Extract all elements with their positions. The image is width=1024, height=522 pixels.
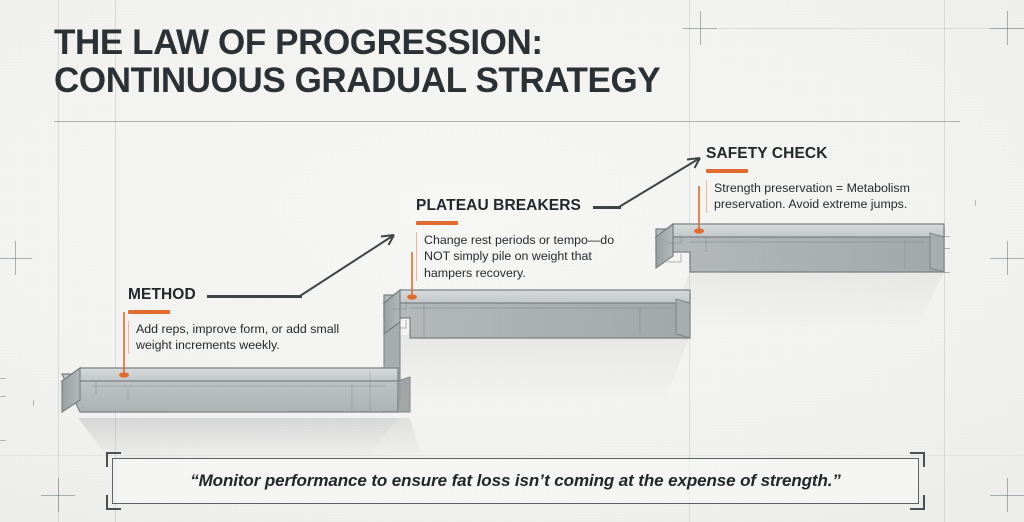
callout-method[interactable]: METHOD Add reps, improve form, or add sm… xyxy=(128,286,350,354)
step-shadows xyxy=(78,272,944,460)
quote-corner-top-right xyxy=(910,452,925,467)
connector-dot-method xyxy=(119,372,129,378)
step-1-method xyxy=(60,366,411,414)
connector-dot-safety xyxy=(694,228,704,234)
callout-safety-heading: SAFETY CHECK xyxy=(706,145,828,162)
callout-method-body: Add reps, improve form, or add small wei… xyxy=(128,321,350,354)
head-rule-method xyxy=(207,296,302,298)
connector-dot-plateau xyxy=(407,294,417,300)
callout-method-heading: METHOD xyxy=(128,286,196,303)
head-rule-plateau xyxy=(593,207,621,209)
callout-plateau-heading: PLATEAU BREAKERS xyxy=(416,197,581,214)
title-line-1: THE LAW OF PROGRESSION: xyxy=(54,23,543,62)
title-line-2: CONTINUOUS GRADUAL STRATEGY xyxy=(54,61,661,100)
callout-safety-accent xyxy=(706,169,748,173)
callout-plateau-body: Change rest periods or tempo—do NOT simp… xyxy=(416,232,624,282)
step-3-safety-check xyxy=(654,222,945,273)
callout-method-accent xyxy=(128,310,170,314)
callout-plateau-breakers[interactable]: PLATEAU BREAKERS Change rest periods or … xyxy=(416,197,624,282)
step-2-plateau-breakers xyxy=(382,288,691,414)
quote-corner-bottom-left xyxy=(106,495,121,510)
quote-text: “Monitor performance to ensure fat loss … xyxy=(190,471,841,490)
callout-plateau-accent xyxy=(416,221,458,225)
callout-safety-body: Strength preservation = Metabolism prese… xyxy=(706,180,924,213)
quote-corner-bottom-right xyxy=(910,495,925,510)
quote-corner-top-left xyxy=(106,452,121,467)
page-title: THE LAW OF PROGRESSION: CONTINUOUS GRADU… xyxy=(54,24,854,100)
callout-safety-check[interactable]: SAFETY CHECK Strength preservation = Met… xyxy=(706,145,924,213)
quote-banner: “Monitor performance to ensure fat loss … xyxy=(106,452,925,510)
connector-stems xyxy=(119,186,704,378)
